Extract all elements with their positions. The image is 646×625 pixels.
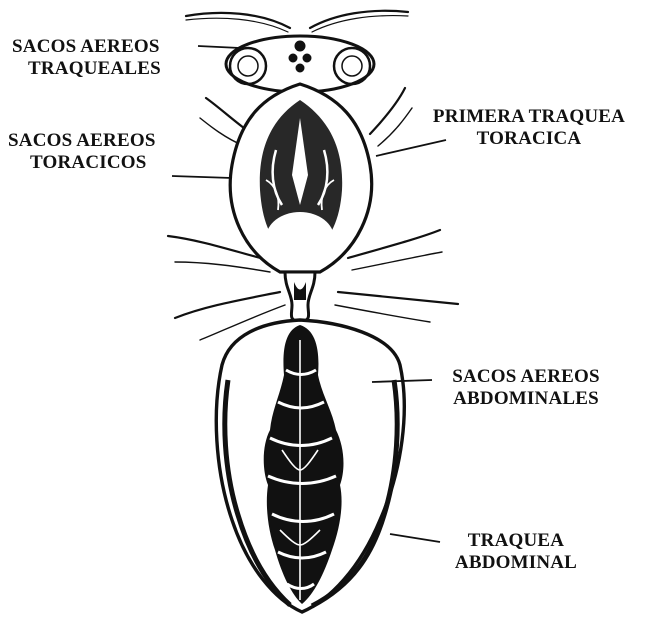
label-abdominal-air-sacs: SACOS AEREOS ABDOMINALES — [426, 366, 626, 410]
label-thoracic-air-sacs: SACOS AEREOS TORACICOS — [8, 130, 156, 174]
label-line: TRAQUEA — [436, 530, 596, 552]
leader-abdominal-trachea — [390, 534, 440, 542]
leg-mid-right — [348, 230, 440, 258]
label-line: SACOS AEREOS — [8, 130, 156, 152]
leg-rear-right — [338, 292, 458, 304]
leg-rear-right-b — [335, 305, 430, 322]
label-line: ABDOMINALES — [426, 388, 626, 410]
label-line: TORACICOS — [8, 152, 156, 174]
leg-mid-right-b — [352, 252, 442, 270]
label-line: TRAQUEALES — [12, 58, 161, 80]
leg-mid-left-b — [175, 262, 270, 272]
label-line: TORACICA — [416, 128, 642, 150]
right-antenna-outline — [312, 16, 408, 32]
label-line: SACOS AEREOS — [426, 366, 626, 388]
label-line: ABDOMINAL — [436, 552, 596, 574]
leg-front-right-b — [378, 108, 412, 146]
left-antenna — [186, 13, 290, 28]
leg-rear-left — [175, 292, 280, 318]
label-tracheal-air-sacs: SACOS AEREOS TRAQUEALES — [12, 36, 161, 80]
label-line: SACOS AEREOS — [12, 36, 161, 58]
label-line: PRIMERA TRAQUEA — [416, 106, 642, 128]
abdomen — [216, 320, 404, 612]
leader-thoracic-air-sacs — [172, 176, 232, 178]
petiole — [285, 272, 315, 322]
label-first-thoracic-trachea: PRIMERA TRAQUEA TORACICA — [416, 106, 642, 150]
label-abdominal-trachea: TRAQUEA ABDOMINAL — [436, 530, 596, 574]
leader-tracheal-air-sacs — [198, 46, 240, 48]
thorax — [230, 84, 371, 272]
leg-front-right — [370, 88, 405, 134]
right-antenna — [310, 11, 408, 28]
